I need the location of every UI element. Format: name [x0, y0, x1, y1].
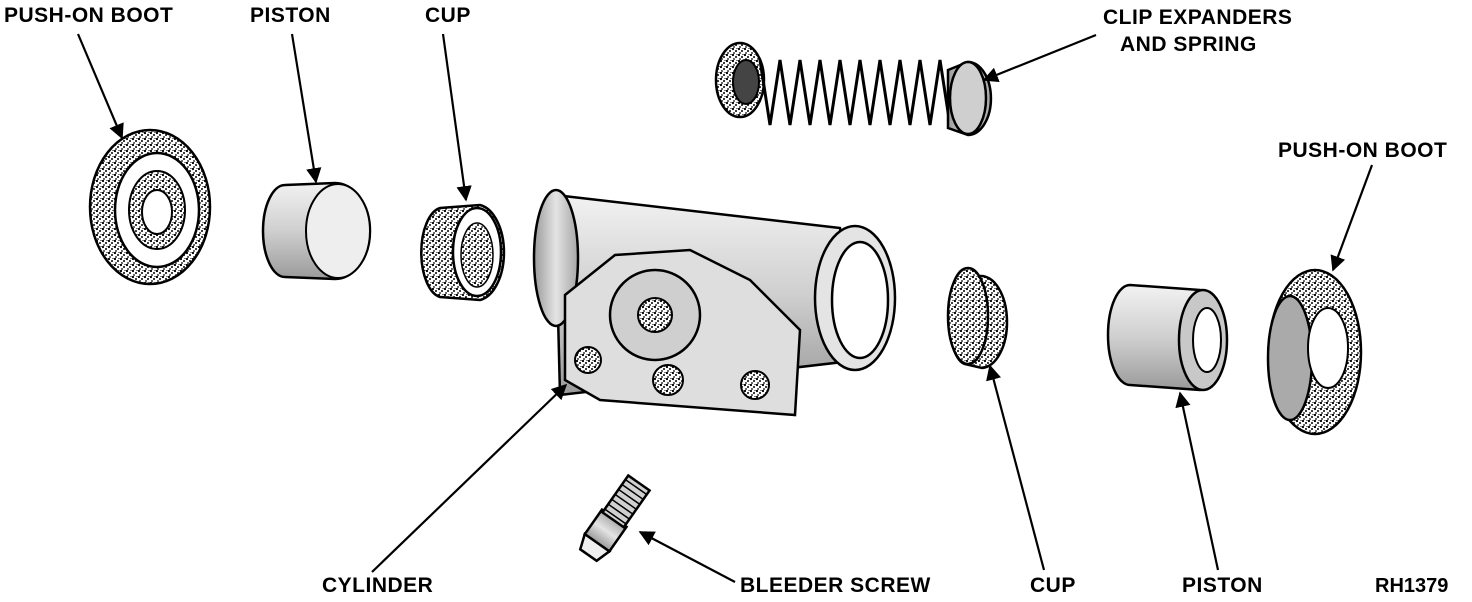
- label-push-on-boot-right: PUSH-ON BOOT: [1278, 139, 1447, 162]
- label-push-on-boot-left: PUSH-ON BOOT: [4, 4, 173, 27]
- label-piston-left: PISTON: [250, 4, 331, 27]
- cup-left: [420, 203, 506, 302]
- label-bleeder-screw: BLEEDER SCREW: [740, 574, 931, 597]
- leader-lines: [76, 33, 1374, 583]
- push-on-boot-left: [88, 128, 212, 286]
- label-piston-right: PISTON: [1182, 574, 1263, 597]
- label-cup-left: CUP: [425, 4, 471, 27]
- cylinder: [532, 188, 897, 417]
- label-clip-expanders-line2: AND SPRING: [1120, 33, 1257, 56]
- cup-right: [946, 266, 1009, 370]
- bleeder-screw: [578, 473, 652, 563]
- figure-reference: RH1379: [1375, 575, 1448, 597]
- piston-left: [261, 181, 372, 281]
- label-cup-right: CUP: [1030, 574, 1076, 597]
- clip-expanders-and-spring: [714, 41, 993, 137]
- push-on-boot-right: [1266, 268, 1363, 436]
- piston-right: [1106, 283, 1229, 392]
- label-cylinder: CYLINDER: [322, 574, 433, 597]
- label-clip-expanders-line1: CLIP EXPANDERS: [1103, 6, 1292, 29]
